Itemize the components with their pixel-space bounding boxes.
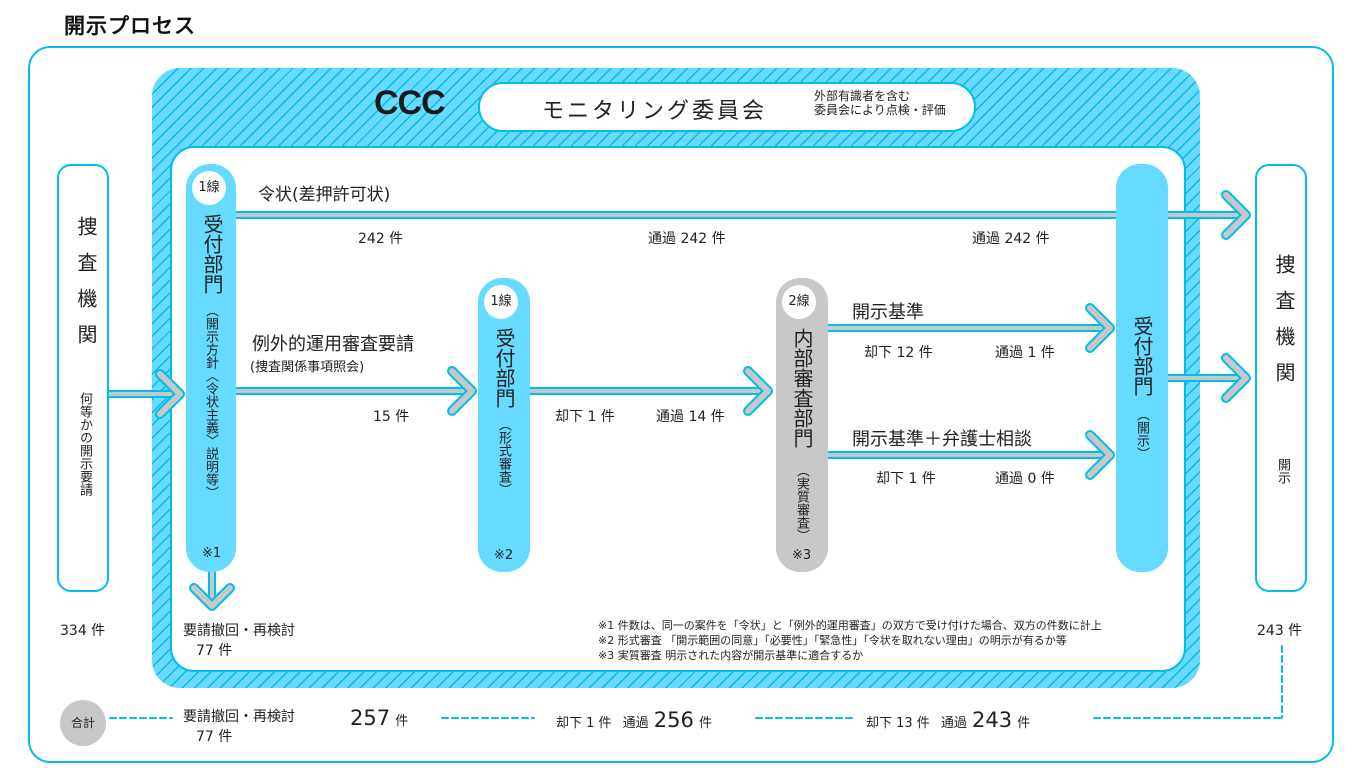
- stage2-reject: 却下 13 件: [866, 716, 930, 731]
- internal-sub: （実質審査）: [794, 464, 809, 542]
- standard-label: 開示基準: [852, 302, 924, 323]
- line1-badge-2: 1線: [484, 285, 518, 319]
- left-agency-count: 334 件: [60, 623, 106, 639]
- formal-pass: 通過 14 件: [656, 409, 725, 425]
- total-withdraw-count: 77 件: [196, 729, 233, 745]
- committee-note: 外部有識者を含む 委員会により点検・評価: [814, 89, 946, 117]
- stage2-pass-num: 243: [972, 708, 1013, 732]
- reception1-mark: ※1: [202, 546, 222, 561]
- standard-reject: 却下 12 件: [864, 345, 933, 361]
- total-count-unit: 件: [395, 714, 409, 729]
- disclosure-dept: 受付部門 （開示）: [1116, 164, 1168, 572]
- stage2-pass-unit: 件: [1017, 716, 1031, 731]
- internal-mark: ※3: [792, 548, 812, 563]
- reception1-name: 受付部門: [200, 214, 224, 294]
- warrant-pass-2: 通過 242 件: [972, 231, 1050, 247]
- total-count: 257 件: [350, 706, 408, 730]
- exception-label: 例外的運用審査要請: [252, 334, 414, 355]
- formal-reject: 却下 1 件: [555, 409, 615, 425]
- reception1-sub: （開示方針〈令状主義〉説明等）: [203, 304, 218, 499]
- ccc-logo: CCC: [374, 84, 446, 122]
- stage1-totals: 却下 1 件 通過 256 件: [556, 708, 712, 732]
- committee-name: モニタリング委員会: [542, 99, 768, 124]
- right-agency-name: 捜査機関: [1272, 254, 1296, 398]
- disclosure-sub: （開示）: [1134, 408, 1149, 460]
- withdraw-count: 77 件: [196, 643, 233, 659]
- withdraw-label: 要請撤回・再検討: [183, 623, 295, 639]
- reception-dept-1: 1線 受付部門 （開示方針〈令状主義〉説明等） ※1: [186, 164, 236, 572]
- line2-badge: 2線: [782, 285, 816, 319]
- left-agency-name: 捜査機関: [74, 216, 98, 360]
- exception-count: 15 件: [373, 409, 410, 425]
- line1-badge: 1線: [192, 171, 226, 205]
- total-count-num: 257: [350, 706, 391, 730]
- stage1-pass-num: 256: [653, 708, 694, 732]
- left-agency-box: 捜査機関 何等かの開示要請: [57, 164, 109, 592]
- total-badge: 合計: [60, 700, 106, 746]
- internal-review-dept: 2線 内部審査部門 （実質審査） ※3: [776, 278, 828, 572]
- committee-note-line1: 外部有識者を含む: [814, 89, 911, 103]
- total-withdraw-label: 要請撤回・再検討: [183, 709, 295, 725]
- footnote-2: ※2 形式審査 「開示範囲の同意」「必要性」「緊急性」「令状を取れない理由」の明…: [598, 634, 1067, 647]
- footnotes: ※1 件数は、同一の案件を「令状」と「例外的運用審査」の双方で受け付けた場合、双…: [598, 618, 1102, 663]
- committee-note-line2: 委員会により点検・評価: [814, 103, 946, 117]
- right-agency-count: 243 件: [1257, 623, 1303, 639]
- right-agency-sub: 開示: [1275, 458, 1290, 484]
- disclosure-name: 受付部門: [1130, 316, 1154, 396]
- right-agency-box: 捜査機関 開示: [1255, 164, 1307, 592]
- stage2-pass-prefix: 通過: [940, 716, 967, 731]
- reception2-name: 受付部門: [492, 328, 516, 408]
- monitoring-committee-box: モニタリング委員会 外部有識者を含む 委員会により点検・評価: [478, 82, 976, 132]
- warrant-count: 242 件: [358, 231, 404, 247]
- internal-name: 内部審査部門: [790, 328, 814, 448]
- stage1-pass-unit: 件: [698, 716, 712, 731]
- footnote-3: ※3 実質審査 明示された内容が開示基準に適合するか: [598, 649, 864, 662]
- stage1-reject: 却下 1 件: [556, 716, 612, 731]
- page-title: 開示プロセス: [64, 14, 196, 38]
- stage2-totals: 却下 13 件 通過 243 件: [866, 708, 1030, 732]
- warrant-pass-1: 通過 242 件: [648, 231, 726, 247]
- exception-sub: (捜査関係事項照会): [250, 360, 365, 375]
- left-agency-sub: 何等かの開示要請: [77, 392, 92, 496]
- standard-lawyer-pass: 通過 0 件: [995, 471, 1055, 487]
- reception-dept-2: 1線 受付部門 （形式審査） ※2: [478, 278, 530, 572]
- standard-lawyer-reject: 却下 1 件: [876, 471, 936, 487]
- reception2-mark: ※2: [494, 548, 514, 563]
- outer-frame: [28, 46, 1334, 763]
- standard-lawyer-label: 開示基準＋弁護士相談: [852, 429, 1032, 450]
- footnote-1: ※1 件数は、同一の案件を「令状」と「例外的運用審査」の双方で受け付けた場合、双…: [598, 619, 1102, 632]
- stage1-pass-prefix: 通過: [622, 716, 649, 731]
- ccc-inner-panel: [170, 146, 1186, 672]
- standard-pass: 通過 1 件: [995, 345, 1055, 361]
- reception2-sub: （形式審査）: [496, 418, 511, 496]
- warrant-label: 令状(差押許可状): [258, 185, 391, 205]
